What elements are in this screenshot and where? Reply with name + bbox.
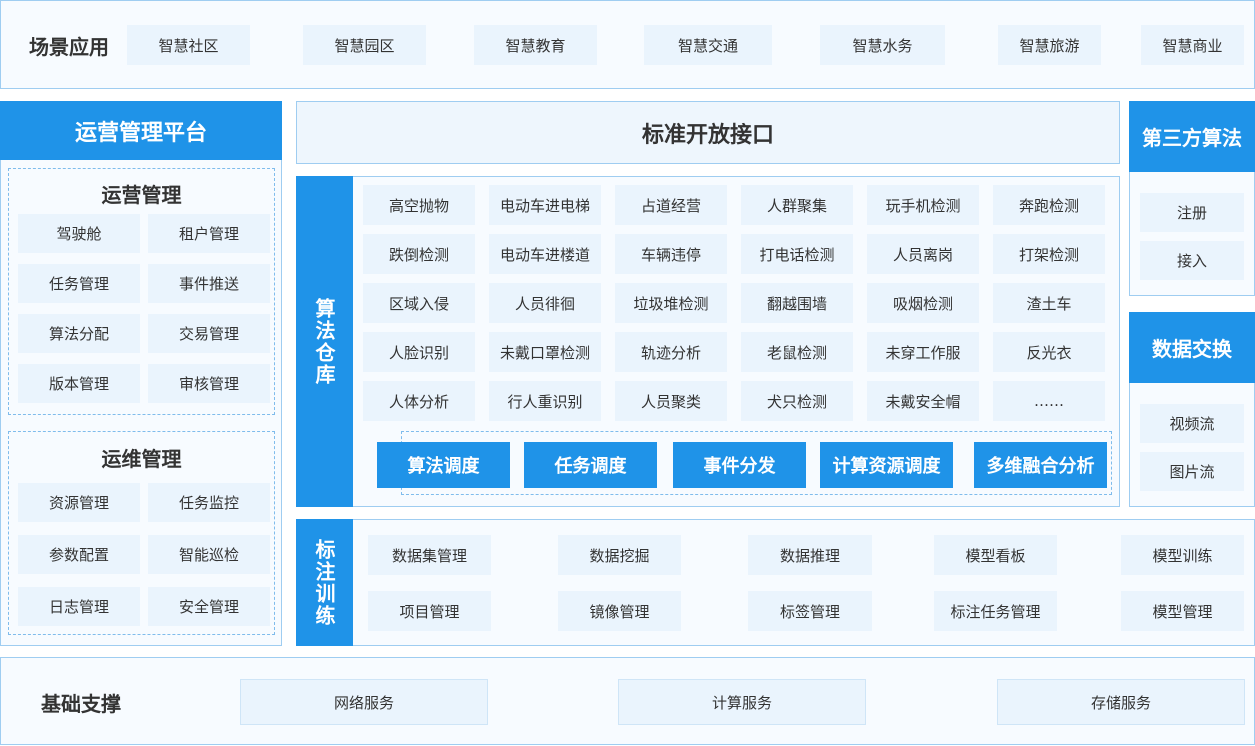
algo-item[interactable]: 反光衣 bbox=[993, 332, 1105, 372]
storage-service[interactable]: 存储服务 bbox=[997, 679, 1245, 725]
algo-item[interactable]: 奔跑检测 bbox=[993, 185, 1105, 225]
algo-item[interactable]: 跌倒检测 bbox=[363, 234, 475, 274]
algo-item[interactable]: 老鼠检测 bbox=[741, 332, 853, 372]
algo-item-more[interactable]: …… bbox=[993, 381, 1105, 421]
video-stream[interactable]: 视频流 bbox=[1140, 404, 1244, 443]
algo-item[interactable]: 人员离岗 bbox=[867, 234, 979, 274]
algo-scheduling-button[interactable]: 算法调度 bbox=[377, 442, 510, 488]
ops-platform-title: 运营管理平台 bbox=[0, 101, 282, 160]
algo-item[interactable]: 犬只检测 bbox=[741, 381, 853, 421]
anno-task-mgmt[interactable]: 标注任务管理 bbox=[934, 591, 1057, 631]
mt-item-inspection[interactable]: 智能巡检 bbox=[148, 535, 270, 574]
maintenance-group bbox=[8, 431, 275, 635]
algorithm-warehouse-title: 算法仓库 bbox=[296, 176, 353, 507]
algo-item[interactable]: 轨迹分析 bbox=[615, 332, 727, 372]
anno-data-inference[interactable]: 数据推理 bbox=[748, 535, 872, 575]
mt-item-log[interactable]: 日志管理 bbox=[18, 587, 140, 626]
foundation-title: 基础支撑 bbox=[41, 691, 121, 716]
maintenance-title: 运维管理 bbox=[101, 446, 182, 471]
algo-item[interactable]: 未戴安全帽 bbox=[867, 381, 979, 421]
op-item-event-push[interactable]: 事件推送 bbox=[148, 264, 270, 303]
anno-data-mining[interactable]: 数据挖掘 bbox=[558, 535, 681, 575]
algo-item[interactable]: 人群聚集 bbox=[741, 185, 853, 225]
algo-item[interactable]: 区域入侵 bbox=[363, 283, 475, 323]
mt-item-params[interactable]: 参数配置 bbox=[18, 535, 140, 574]
task-scheduling-button[interactable]: 任务调度 bbox=[524, 442, 657, 488]
algo-item[interactable]: 渣土车 bbox=[993, 283, 1105, 323]
third-party-register[interactable]: 注册 bbox=[1140, 193, 1244, 232]
op-item-tenant[interactable]: 租户管理 bbox=[148, 214, 270, 253]
algo-item[interactable]: 吸烟检测 bbox=[867, 283, 979, 323]
op-item-algo-assign[interactable]: 算法分配 bbox=[18, 314, 140, 353]
anno-dataset-mgmt[interactable]: 数据集管理 bbox=[368, 535, 491, 575]
scenario-item-traffic[interactable]: 智慧交通 bbox=[644, 25, 772, 65]
scenario-item-community[interactable]: 智慧社区 bbox=[127, 25, 250, 65]
algo-item[interactable]: 人员聚类 bbox=[615, 381, 727, 421]
algo-item[interactable]: 人脸识别 bbox=[363, 332, 475, 372]
compute-scheduling-button[interactable]: 计算资源调度 bbox=[820, 442, 953, 488]
scenario-item-tourism[interactable]: 智慧旅游 bbox=[998, 25, 1101, 65]
image-stream[interactable]: 图片流 bbox=[1140, 452, 1244, 491]
anno-label-mgmt[interactable]: 标签管理 bbox=[748, 591, 872, 631]
anno-model-mgmt[interactable]: 模型管理 bbox=[1121, 591, 1244, 631]
open-api-bar: 标准开放接口 bbox=[296, 101, 1120, 164]
mt-item-security[interactable]: 安全管理 bbox=[148, 587, 270, 626]
scenario-title: 场景应用 bbox=[29, 35, 109, 59]
mt-item-resource[interactable]: 资源管理 bbox=[18, 483, 140, 522]
anno-project-mgmt[interactable]: 项目管理 bbox=[368, 591, 491, 631]
algo-item[interactable]: 车辆违停 bbox=[615, 234, 727, 274]
scenario-item-education[interactable]: 智慧教育 bbox=[474, 25, 597, 65]
scenario-item-water[interactable]: 智慧水务 bbox=[820, 25, 945, 65]
op-item-cockpit[interactable]: 驾驶舱 bbox=[18, 214, 140, 253]
scenario-item-commerce[interactable]: 智慧商业 bbox=[1141, 25, 1244, 65]
op-item-trade[interactable]: 交易管理 bbox=[148, 314, 270, 353]
algo-item[interactable]: 未穿工作服 bbox=[867, 332, 979, 372]
operation-title: 运营管理 bbox=[101, 182, 182, 207]
algo-item[interactable]: 行人重识别 bbox=[489, 381, 601, 421]
algo-item[interactable]: 翻越围墙 bbox=[741, 283, 853, 323]
operation-group bbox=[8, 168, 275, 415]
anno-model-board[interactable]: 模型看板 bbox=[934, 535, 1057, 575]
scenario-section: 场景应用 智慧社区 智慧园区 智慧教育 智慧交通 智慧水务 智慧旅游 智慧商业 bbox=[0, 0, 1255, 89]
event-dispatch-button[interactable]: 事件分发 bbox=[673, 442, 806, 488]
mt-item-task-monitor[interactable]: 任务监控 bbox=[148, 483, 270, 522]
anno-image-mgmt[interactable]: 镜像管理 bbox=[558, 591, 681, 631]
algo-item[interactable]: 垃圾堆检测 bbox=[615, 283, 727, 323]
third-party-access[interactable]: 接入 bbox=[1140, 241, 1244, 280]
foundation-section: 基础支撑 网络服务 计算服务 存储服务 bbox=[0, 657, 1255, 745]
algo-item[interactable]: 高空抛物 bbox=[363, 185, 475, 225]
third-party-title: 第三方算法 bbox=[1129, 101, 1255, 172]
scenario-item-park[interactable]: 智慧园区 bbox=[303, 25, 426, 65]
algo-item[interactable]: 人员徘徊 bbox=[489, 283, 601, 323]
algo-item[interactable]: 占道经营 bbox=[615, 185, 727, 225]
data-exchange-title: 数据交换 bbox=[1129, 312, 1255, 383]
algo-item[interactable]: 电动车进电梯 bbox=[489, 185, 601, 225]
algorithm-grid: 高空抛物 电动车进电梯 占道经营 人群聚集 玩手机检测 奔跑检测 跌倒检测 电动… bbox=[363, 185, 1109, 421]
op-item-version[interactable]: 版本管理 bbox=[18, 364, 140, 403]
algo-item[interactable]: 玩手机检测 bbox=[867, 185, 979, 225]
algo-item[interactable]: 打电话检测 bbox=[741, 234, 853, 274]
algo-item[interactable]: 电动车进楼道 bbox=[489, 234, 601, 274]
algo-item[interactable]: 打架检测 bbox=[993, 234, 1105, 274]
op-item-task[interactable]: 任务管理 bbox=[18, 264, 140, 303]
algo-item[interactable]: 未戴口罩检测 bbox=[489, 332, 601, 372]
compute-service[interactable]: 计算服务 bbox=[618, 679, 866, 725]
network-service[interactable]: 网络服务 bbox=[240, 679, 488, 725]
op-item-review[interactable]: 审核管理 bbox=[148, 364, 270, 403]
anno-model-training[interactable]: 模型训练 bbox=[1121, 535, 1244, 575]
algo-item[interactable]: 人体分析 bbox=[363, 381, 475, 421]
fusion-analysis-button[interactable]: 多维融合分析 bbox=[974, 442, 1107, 488]
annotation-title: 标注训练 bbox=[296, 519, 353, 646]
